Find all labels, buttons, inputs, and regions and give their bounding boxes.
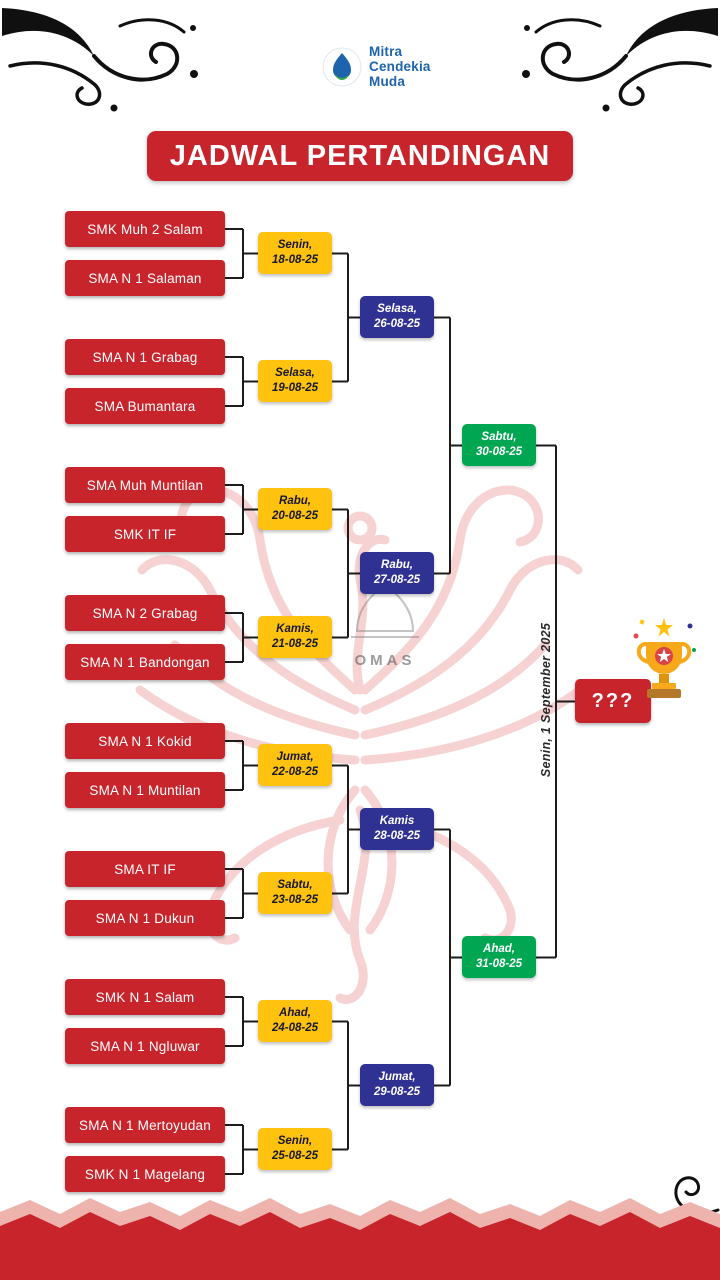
match-date-box: Sabtu, 23-08-25 (258, 872, 332, 914)
match-day: Jumat, (276, 751, 314, 764)
team-box: SMA IT IF (65, 851, 225, 887)
match-date-box: Kamis, 21-08-25 (258, 616, 332, 658)
team-box: SMK Muh 2 Salam (65, 211, 225, 247)
team-box: SMA N 1 Ngluwar (65, 1028, 225, 1064)
flourish-top-right-icon (513, 8, 718, 113)
match-date-box: Senin, 18-08-25 (258, 232, 332, 274)
match-date: 21-08-25 (271, 638, 319, 650)
team-box: SMA N 1 Bandongan (65, 644, 225, 680)
match-day: Kamis (379, 815, 415, 828)
match-day: Ahad, (483, 943, 515, 956)
match-day: Rabu, (381, 559, 413, 572)
match-day: Senin, (277, 239, 313, 252)
final-winner-box: ??? (575, 679, 651, 723)
match-date: 30-08-25 (475, 446, 523, 458)
team-box: SMA N 1 Mertoyudan (65, 1107, 225, 1143)
match-date-box: Rabu, 20-08-25 (258, 488, 332, 530)
match-day: Kamis, (276, 623, 314, 636)
match-day: Rabu, (279, 495, 311, 508)
team-box: SMA N 1 Salaman (65, 260, 225, 296)
match-date: 29-08-25 (373, 1086, 421, 1098)
quarterfinal-date-box: Selasa, 26-08-25 (360, 296, 434, 338)
dome-watermark-text: OMAS (354, 652, 416, 669)
quarterfinal-date-box: Jumat, 29-08-25 (360, 1064, 434, 1106)
team-box: SMA Bumantara (65, 388, 225, 424)
match-date-box: Selasa, 19-08-25 (258, 360, 332, 402)
match-date: 23-08-25 (271, 894, 319, 906)
final-date-label: Senin, 1 September 2025 (539, 622, 553, 778)
logo-line-2: Cendekia (369, 59, 431, 75)
quarterfinal-date-box: Kamis 28-08-25 (360, 808, 434, 850)
match-date-box: Senin, 25-08-25 (258, 1128, 332, 1170)
match-date: 27-08-25 (373, 574, 421, 586)
match-date-box: Jumat, 22-08-25 (258, 744, 332, 786)
match-day: Senin, (277, 1135, 313, 1148)
match-date: 24-08-25 (271, 1022, 319, 1034)
trophy-icon (633, 618, 696, 698)
team-box: SMK N 1 Salam (65, 979, 225, 1015)
match-date: 28-08-25 (373, 830, 421, 842)
match-day: Jumat, (378, 1071, 416, 1084)
match-date: 19-08-25 (271, 382, 319, 394)
match-date-box: Ahad, 24-08-25 (258, 1000, 332, 1042)
match-date: 31-08-25 (475, 958, 523, 970)
logo-text: Mitra Cendekia Muda (369, 44, 431, 89)
team-box: SMA N 1 Grabag (65, 339, 225, 375)
match-day: Sabtu, (277, 879, 313, 892)
semifinal-date-box: Sabtu, 30-08-25 (462, 424, 536, 466)
logo-line-1: Mitra (369, 44, 403, 59)
team-box: SMK IT IF (65, 516, 225, 552)
page-title: JADWAL PERTANDINGAN (147, 131, 573, 181)
match-date: 20-08-25 (271, 510, 319, 522)
match-day: Selasa, (377, 303, 417, 316)
semifinal-date-box: Ahad, 31-08-25 (462, 936, 536, 978)
match-date: 18-08-25 (271, 254, 319, 266)
match-date: 22-08-25 (271, 766, 319, 778)
match-date: 25-08-25 (271, 1150, 319, 1162)
logo-drop-icon (322, 47, 362, 87)
team-box: SMA N 2 Grabag (65, 595, 225, 631)
logo-line-3: Muda (369, 74, 406, 90)
quarterfinal-date-box: Rabu, 27-08-25 (360, 552, 434, 594)
match-day: Selasa, (275, 367, 315, 380)
team-box: SMA N 1 Kokid (65, 723, 225, 759)
match-day: Sabtu, (481, 431, 517, 444)
torn-edge (0, 1198, 720, 1280)
team-box: SMA N 1 Muntilan (65, 772, 225, 808)
team-box: SMA Muh Muntilan (65, 467, 225, 503)
team-box: SMK N 1 Magelang (65, 1156, 225, 1192)
flourish-top-left-icon (2, 8, 207, 113)
match-day: Ahad, (279, 1007, 311, 1020)
team-box: SMA N 1 Dukun (65, 900, 225, 936)
match-date: 26-08-25 (373, 318, 421, 330)
logo: Mitra Cendekia Muda (322, 44, 431, 89)
